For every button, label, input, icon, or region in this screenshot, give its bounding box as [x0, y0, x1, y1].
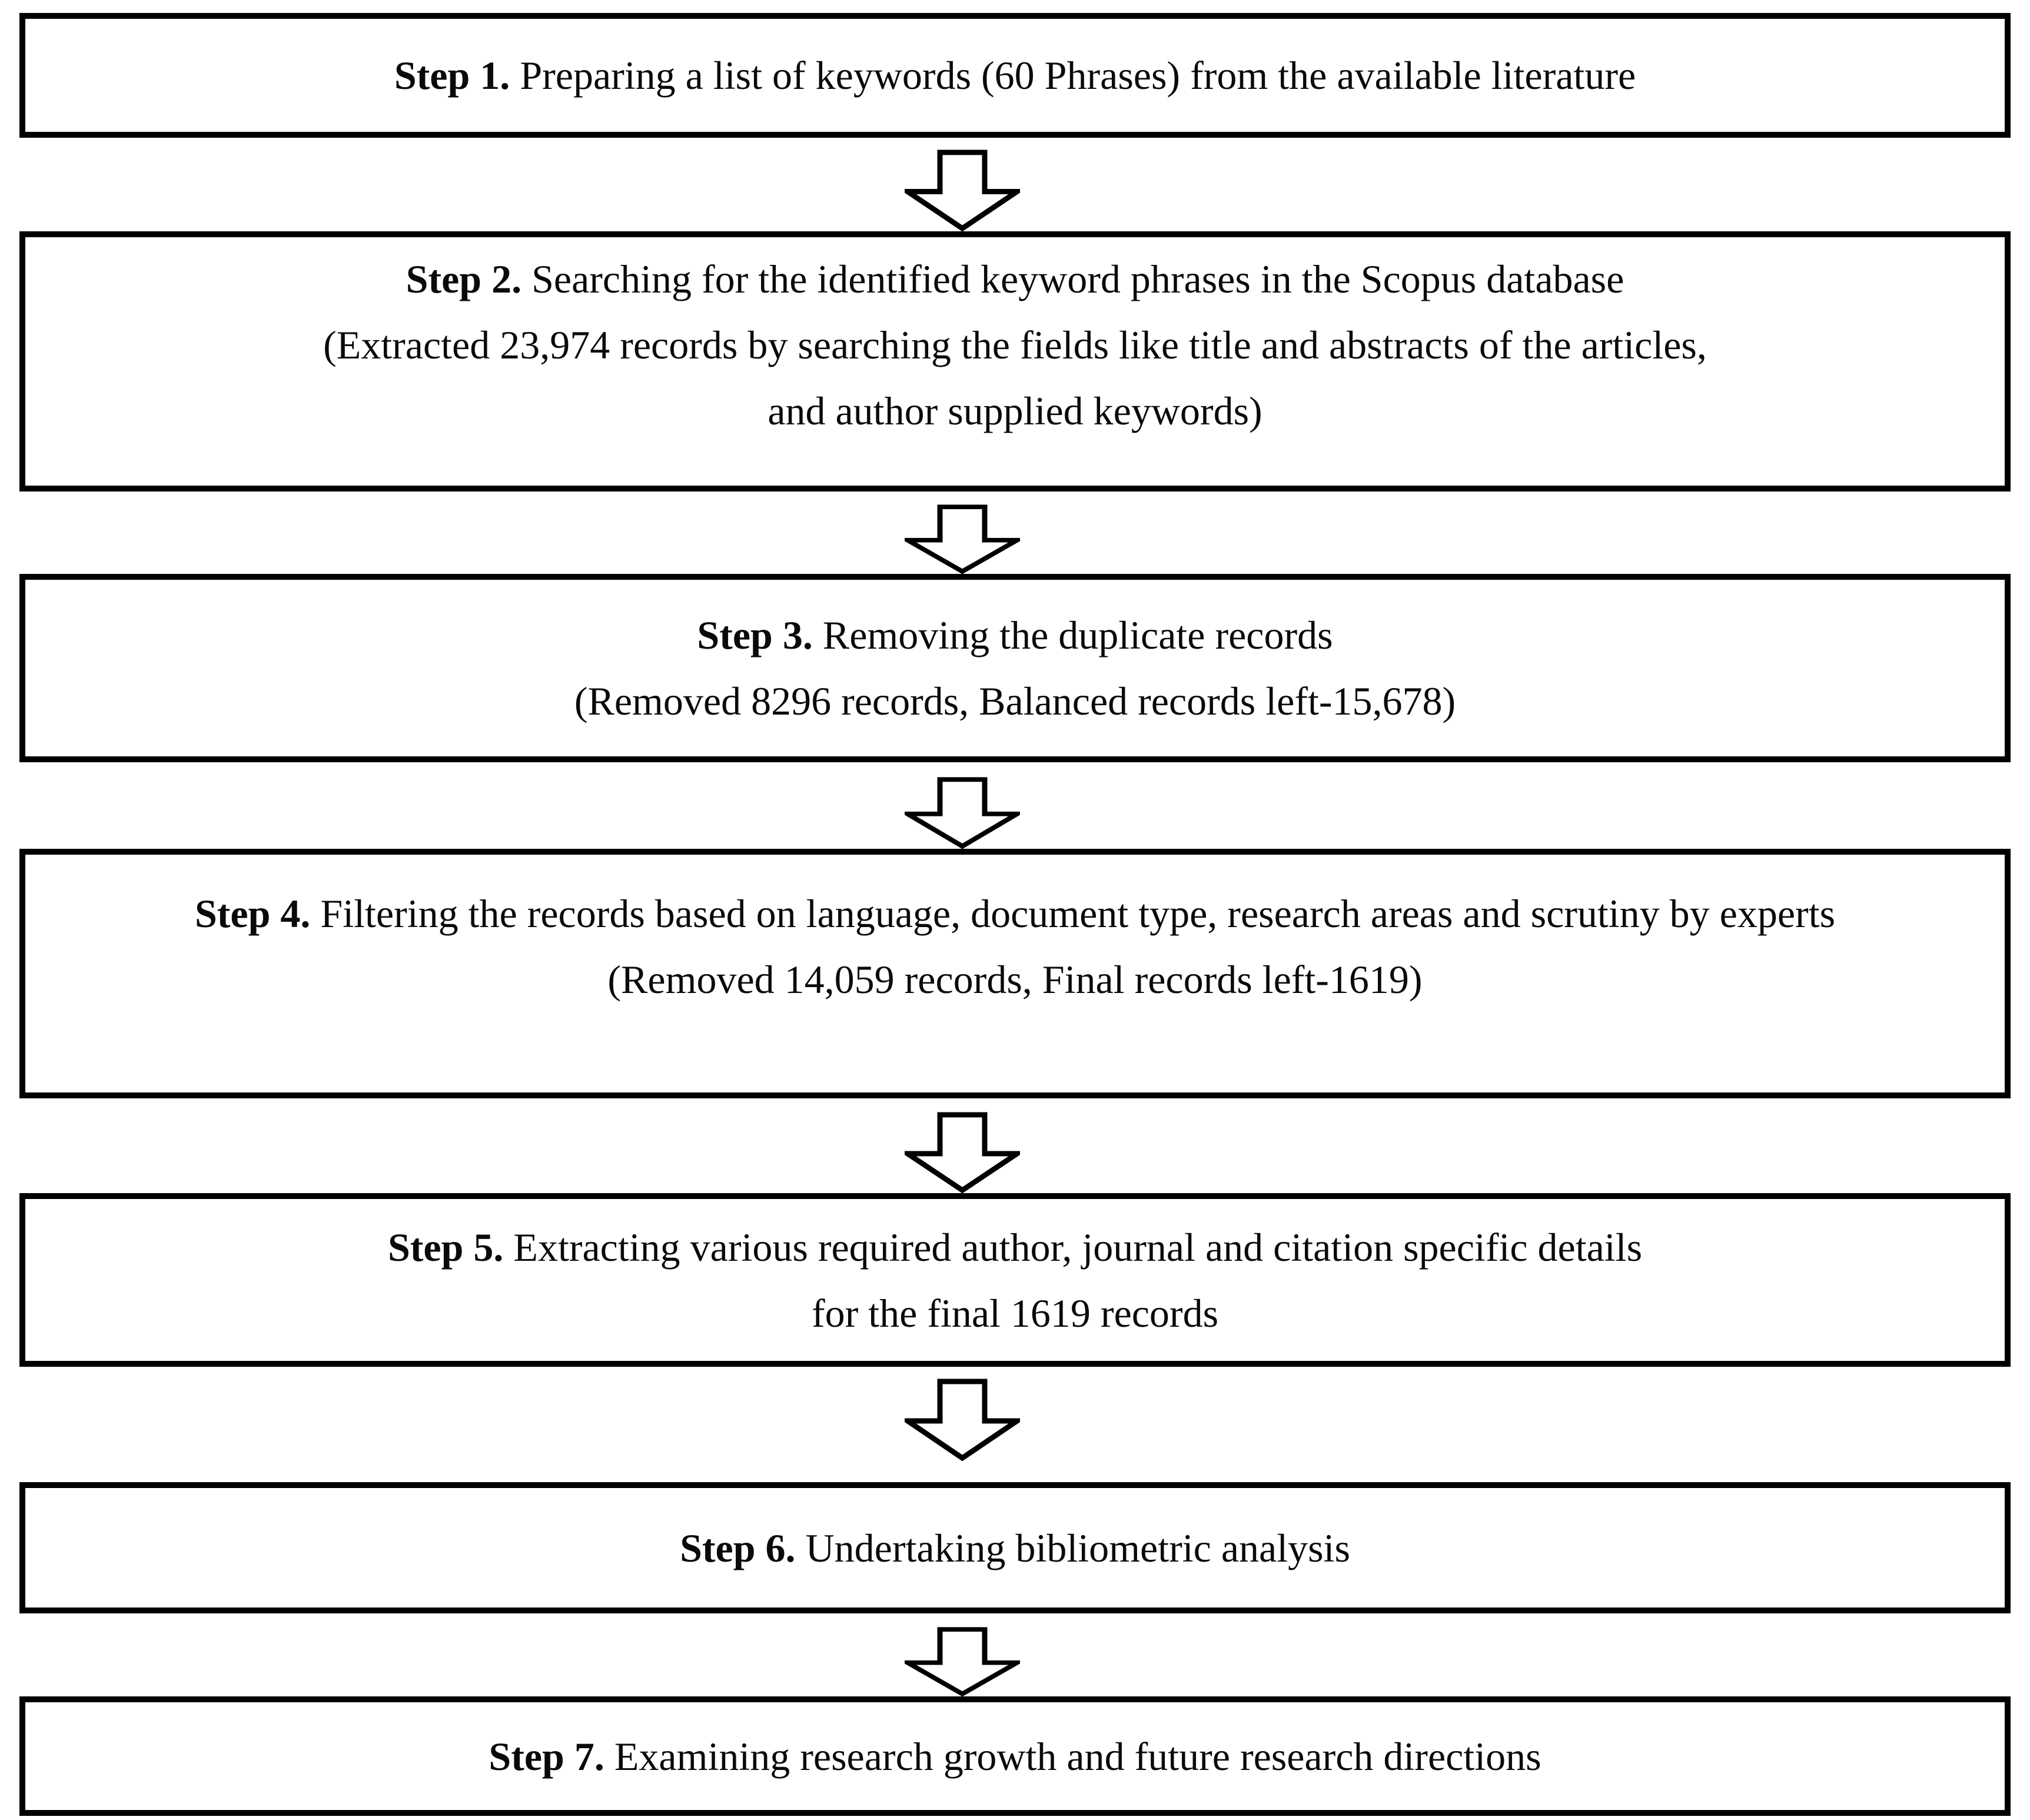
step-1-box: Step 1. Preparing a list of keywords (60… [19, 13, 2011, 138]
down-arrow-icon [905, 777, 1020, 849]
step-4-line-1: Step 4. Filtering the records based on l… [195, 881, 1835, 946]
down-arrow-icon [905, 150, 1020, 231]
step-5-text: Extracting various required author, jour… [503, 1224, 1643, 1270]
step-4-text-2: (Removed 14,059 records, Final records l… [607, 957, 1423, 1002]
step-1-label: Step 1. [394, 53, 510, 98]
step-2-line-3: and author supplied keywords) [768, 378, 1262, 444]
step-4-text: Filtering the records based on language,… [310, 891, 1836, 936]
step-3-line-1: Step 3. Removing the duplicate records [697, 602, 1333, 668]
step-7-label: Step 7. [489, 1733, 604, 1779]
step-5-line-1: Step 5. Extracting various required auth… [388, 1214, 1642, 1280]
step-2-line-1: Step 2. Searching for the identified key… [406, 246, 1624, 312]
step-1-line-1: Step 1. Preparing a list of keywords (60… [394, 42, 1636, 108]
step-2-text: Searching for the identified keyword phr… [521, 257, 1624, 301]
step-6-label: Step 6. [680, 1525, 796, 1570]
step-7-text: Examining research growth and future res… [604, 1733, 1541, 1779]
step-1-text: Preparing a list of keywords (60 Phrases… [510, 53, 1636, 98]
step-4-line-2: (Removed 14,059 records, Final records l… [607, 946, 1422, 1012]
step-6-text: Undertaking bibliometric analysis [795, 1525, 1350, 1570]
step-5-label: Step 5. [387, 1224, 504, 1270]
step-6-line-1: Step 6. Undertaking bibliometric analysi… [680, 1515, 1350, 1581]
step-5-box: Step 5. Extracting various required auth… [19, 1193, 2011, 1367]
down-arrow-icon [905, 1379, 1020, 1461]
down-arrow-icon [905, 504, 1020, 574]
step-3-box: Step 3. Removing the duplicate records (… [19, 574, 2011, 762]
step-3-text: Removing the duplicate records [812, 613, 1333, 657]
step-4-box: Step 4. Filtering the records based on l… [19, 849, 2011, 1098]
step-5-line-2: for the final 1619 records [812, 1280, 1218, 1346]
down-arrow-icon [905, 1627, 1020, 1696]
step-7-line-1: Step 7. Examining research growth and fu… [489, 1723, 1541, 1789]
down-arrow-icon [905, 1112, 1020, 1193]
step-2-line-2: (Extracted 23,974 records by searching t… [323, 312, 1707, 378]
step-3-line-2: (Removed 8296 records, Balanced records … [574, 668, 1456, 734]
step-5-text-2: for the final 1619 records [811, 1290, 1219, 1336]
step-2-box: Step 2. Searching for the identified key… [19, 231, 2011, 491]
step-2-label: Step 2. [406, 257, 522, 301]
step-3-text-2: (Removed 8296 records, Balanced records … [574, 679, 1456, 723]
step-6-box: Step 6. Undertaking bibliometric analysi… [19, 1482, 2011, 1613]
step-4-label: Step 4. [194, 891, 311, 936]
step-3-label: Step 3. [697, 613, 813, 657]
step-7-box: Step 7. Examining research growth and fu… [19, 1696, 2011, 1816]
step-2-text-3: and author supplied keywords) [768, 388, 1262, 433]
step-2-text-2: (Extracted 23,974 records by searching t… [323, 323, 1707, 367]
